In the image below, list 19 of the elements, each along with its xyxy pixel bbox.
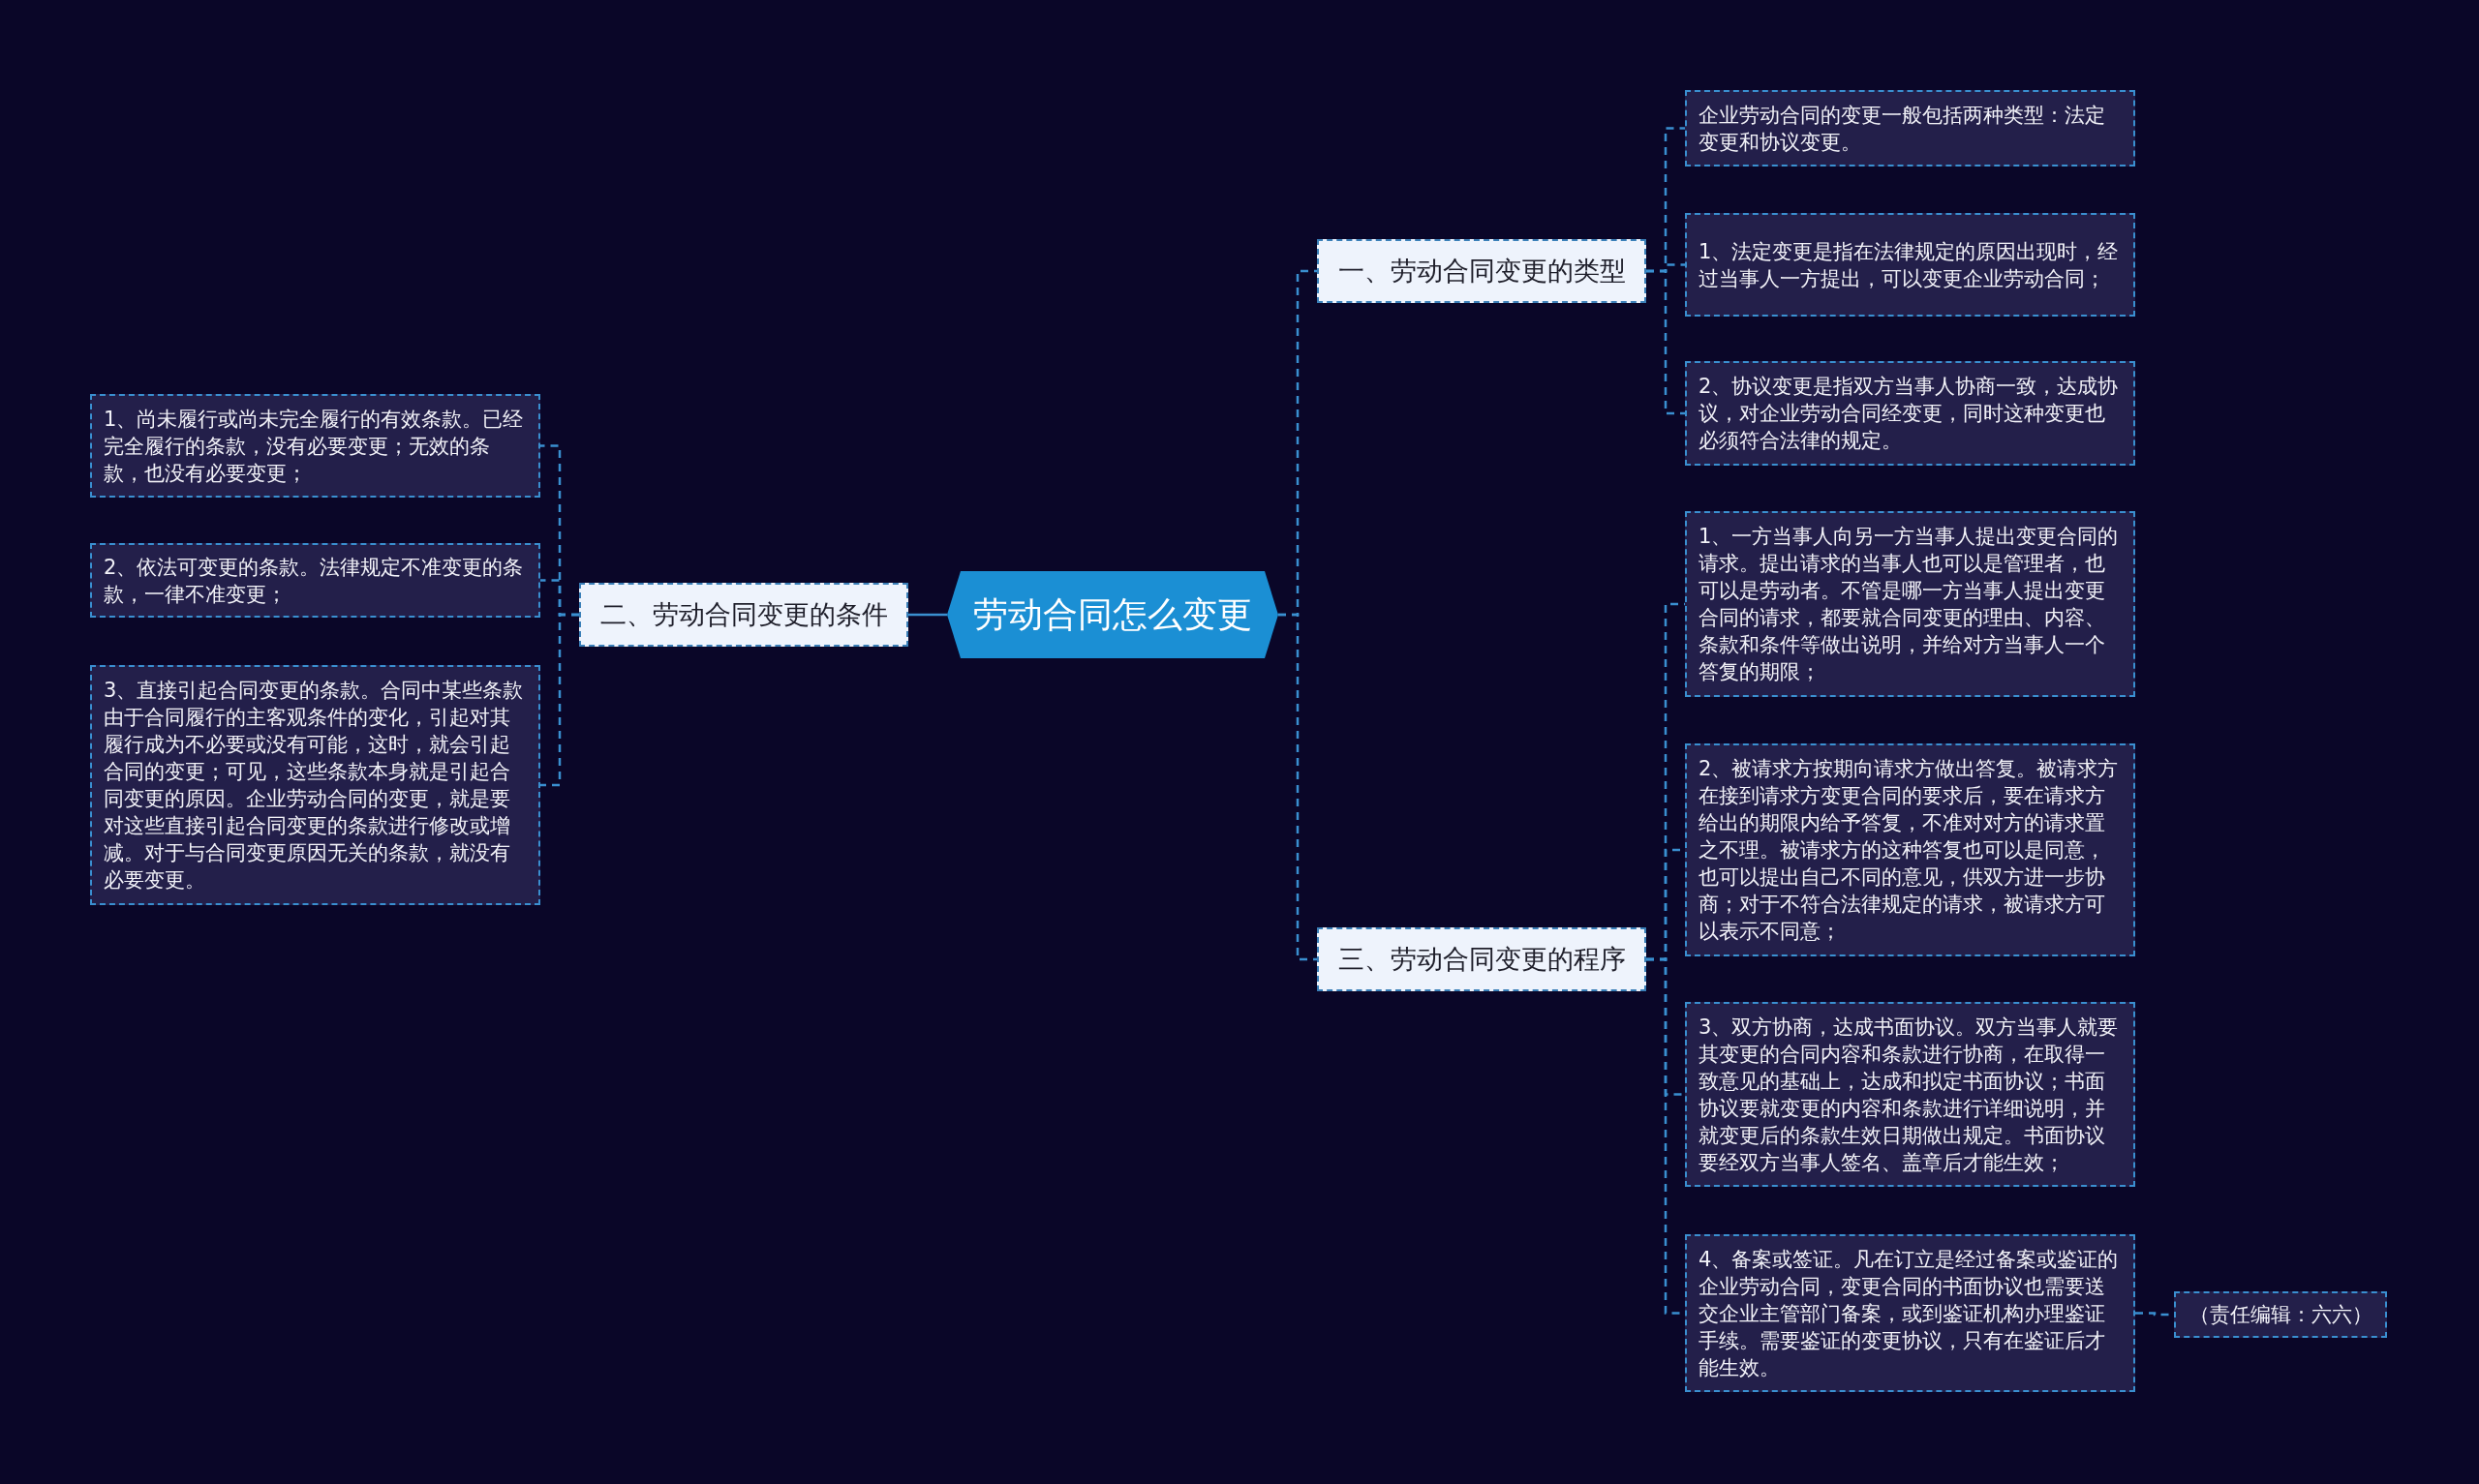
connector-line	[908, 613, 947, 617]
text-box: （责任编辑：六六）	[2174, 1291, 2387, 1338]
text-box: 3、双方协商，达成书面协议。双方当事人就要其变更的合同内容和条款进行协商，在取得一致意见的基础上，达成和拟定书面协议；书面协议要就变更的内容和条款进行详细说明，并就变更后的条款生效日期做出规定。书面协议要经双方当事人签名、盖章后才能生效；	[1685, 1002, 2135, 1187]
topic-box: 一、劳动合同变更的类型	[1317, 239, 1646, 303]
text-box: 1、法定变更是指在法律规定的原因出现时，经过当事人一方提出，可以变更企业劳动合同；	[1685, 213, 2135, 317]
topic-box: 二、劳动合同变更的条件	[579, 583, 908, 647]
central-topic: 劳动合同怎么变更	[947, 571, 1278, 658]
text-box: 3、直接引起合同变更的条款。合同中某些条款由于合同履行的主客观条件的变化，引起对其履行成为不必要或没有可能，这时，就会引起合同的变更；可见，这些条款本身就是引起合同变更的原因。企业劳动合同的变更，就是要对这些直接引起合同变更的条款进行修改或增减。对于与合同变更原因无关的条款，就没有必要变更。	[90, 665, 540, 905]
text-box: 1、一方当事人向另一方当事人提出变更合同的请求。提出请求的当事人也可以是管理者，也可以是劳动者。不管是哪一方当事人提出变更合同的请求，都要就合同变更的理由、内容、条款和条件等做出说明，并给对方当事人一个答复的期限；	[1685, 511, 2135, 697]
text-box: 2、依法可变更的条款。法律规定不准变更的条款，一律不准变更；	[90, 543, 540, 618]
text-box: 2、协议变更是指双方当事人协商一致，达成协议，对企业劳动合同经变更，同时这种变更也必须符合法律的规定。	[1685, 361, 2135, 466]
connector-line	[540, 613, 579, 787]
connector-line	[1646, 269, 1685, 415]
text-box: 4、备案或签证。凡在订立是经过备案或鉴证的企业劳动合同，变更合同的书面协议也需要送交企业主管部门备案，或到鉴证机构办理鉴证手续。需要鉴证的变更协议，只有在鉴证后才能生效。	[1685, 1234, 2135, 1392]
connector-line	[1278, 613, 1317, 961]
text-box: 2、被请求方按期向请求方做出答复。被请求方在接到请求方变更合同的要求后，要在请求方给出的期限内给予答复，不准对对方的请求置之不理。被请求方的这种答复也可以是同意，也可以提出自己不同的意见，供双方进一步协商；对于不符合法律规定的请求，被请求方可以表示不同意；	[1685, 743, 2135, 956]
text-box: 1、尚未履行或尚未完全履行的有效条款。已经完全履行的条款，没有必要变更；无效的条款，也没有必要变更；	[90, 394, 540, 498]
topic-box: 三、劳动合同变更的程序	[1317, 927, 1646, 991]
text-box: 企业劳动合同的变更一般包括两种类型：法定变更和协议变更。	[1685, 90, 2135, 167]
